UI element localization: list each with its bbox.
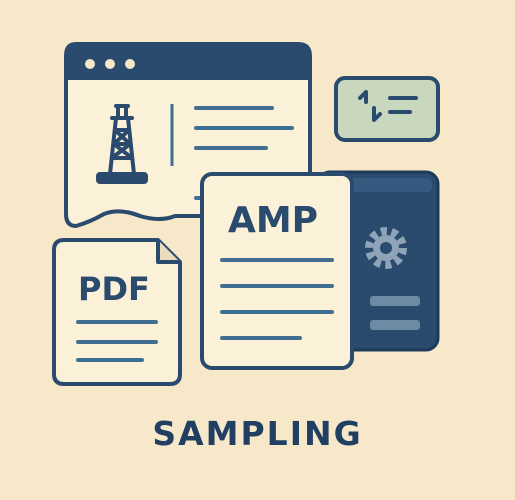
sort-icon: [358, 90, 418, 122]
oil-derrick-icon: [96, 104, 148, 184]
sort-widget: [334, 76, 440, 142]
browser-window: [64, 42, 312, 228]
window-dot: [85, 59, 95, 69]
amp-text-lines: [220, 258, 334, 340]
window-dot: [105, 59, 115, 69]
amp-document: AMP: [200, 172, 354, 370]
panel-bar: [370, 296, 420, 306]
page-fold: [156, 240, 180, 264]
pdf-text-lines: [76, 320, 158, 362]
pdf-label: PDF: [78, 270, 150, 308]
panel-bar: [370, 320, 420, 330]
gear-icon: [365, 227, 407, 269]
pdf-document: PDF: [52, 238, 182, 386]
browser-titlebar: [68, 46, 308, 80]
window-dot: [125, 59, 135, 69]
amp-label: AMP: [228, 200, 318, 241]
caption: SAMPLING: [152, 414, 363, 453]
